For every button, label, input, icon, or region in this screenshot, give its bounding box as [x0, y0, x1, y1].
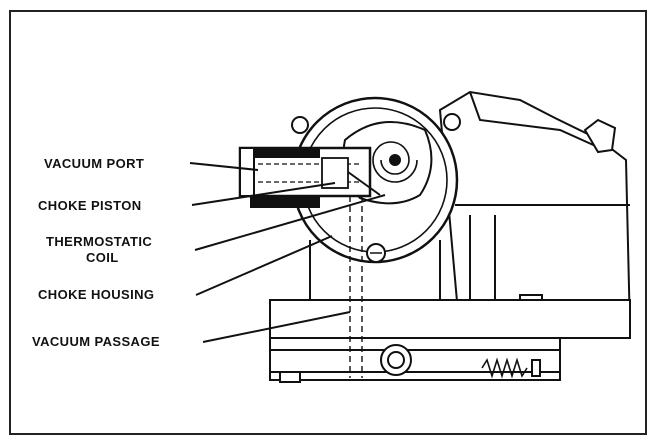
label-vacuum-passage: VACUUM PASSAGE — [32, 334, 160, 349]
vacuum-port-bottom-shade — [250, 196, 320, 208]
body-top-step — [469, 91, 601, 149]
leader-vacuum-passage — [202, 311, 351, 343]
vacuum-port-top-shade — [240, 148, 320, 158]
idle-spring — [481, 357, 528, 379]
choke-piston-shape — [321, 157, 349, 189]
leader-choke-housing — [195, 235, 333, 296]
base-foot — [279, 371, 301, 383]
spring-end — [531, 359, 541, 377]
base-screw-inner — [387, 351, 405, 369]
coil-hub — [389, 154, 401, 166]
carburetor-base — [269, 299, 631, 339]
carburetor-illustration — [238, 90, 632, 383]
top-fitting — [583, 118, 617, 154]
leader-thermostatic-coil — [194, 194, 386, 251]
leader-vacuum-port — [189, 162, 259, 171]
label-thermostatic-coil-line2: COIL — [86, 250, 119, 265]
top-bolt — [291, 116, 309, 134]
labels: VACUUM PORT CHOKE PISTON THERMOSTATIC CO… — [32, 156, 160, 349]
coil-spiral — [372, 141, 418, 183]
base-screw — [380, 344, 412, 376]
piston-rod — [347, 171, 381, 196]
figure-frame — [9, 10, 647, 435]
label-vacuum-port: VACUUM PORT — [44, 156, 144, 171]
label-choke-piston: CHOKE PISTON — [38, 198, 142, 213]
leader-lines — [189, 162, 386, 343]
label-thermostatic-coil-line1: THERMOSTATIC — [46, 234, 152, 249]
vacuum-port-cap — [239, 147, 255, 197]
top-bolt-right — [443, 113, 461, 131]
leader-choke-piston — [191, 182, 336, 206]
label-choke-housing: CHOKE HOUSING — [38, 287, 154, 302]
